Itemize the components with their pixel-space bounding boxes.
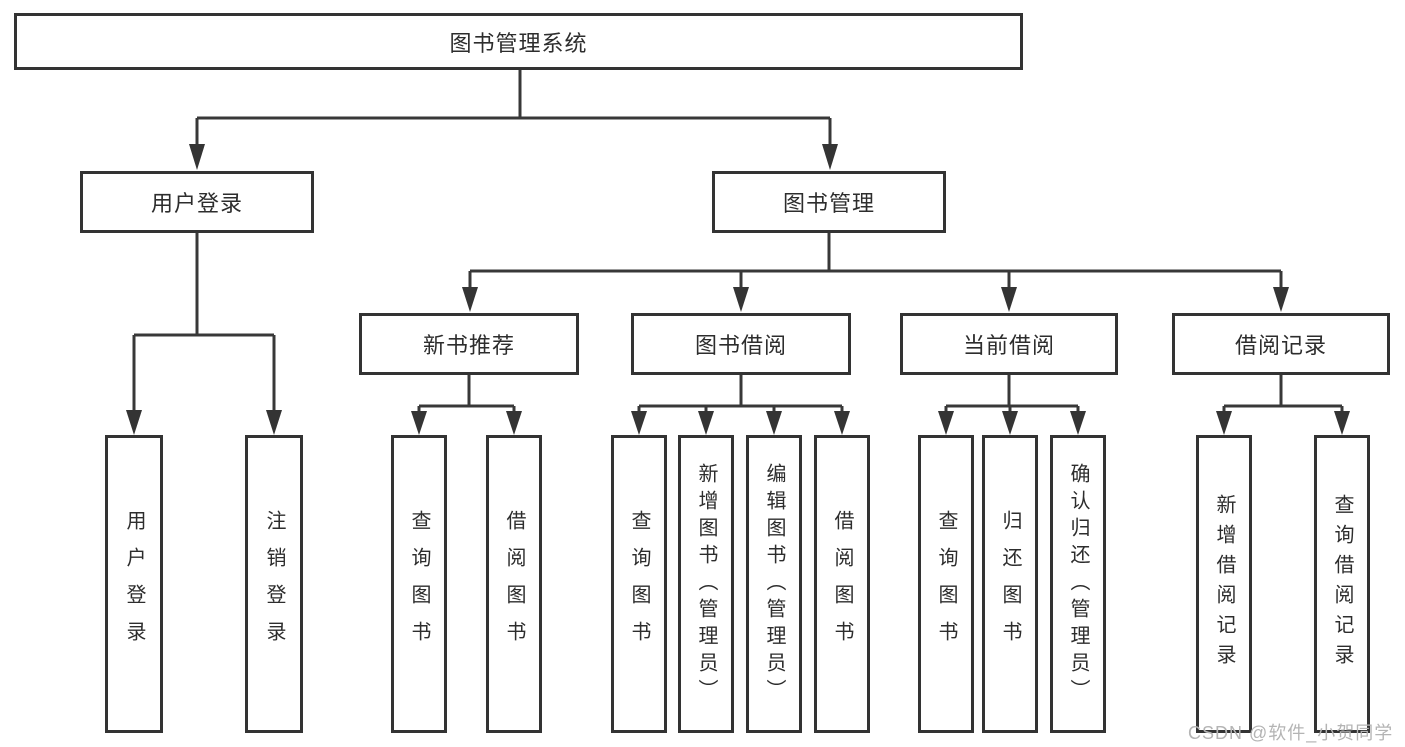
arrowhead xyxy=(266,410,282,435)
arrowhead xyxy=(1334,411,1350,435)
arrowhead xyxy=(766,411,782,435)
node-book-management: 图书管理 xyxy=(712,171,946,233)
node-user-login: 用户登录 xyxy=(80,171,314,233)
arrowhead xyxy=(822,144,838,170)
leaf-current-query-books: 查询图书 xyxy=(918,435,974,733)
leaf-borrowing-borrow-books: 借阅图书 xyxy=(814,435,870,733)
arrowhead xyxy=(506,411,522,435)
connector-borrowing-records xyxy=(1222,375,1344,412)
leaf-records-query-record: 查询借阅记录 xyxy=(1314,435,1370,733)
leaf-borrowing-edit-books-admin: 编辑图书（管理员） xyxy=(746,435,802,733)
connector-book-borrowing xyxy=(637,375,844,412)
connector-root-to-level2 xyxy=(195,69,832,146)
leaf-current-confirm-return-admin: 确认归还（管理员） xyxy=(1050,435,1106,733)
leaf-user-login: 用户登录 xyxy=(105,435,163,733)
leaf-recommend-borrow-books: 借阅图书 xyxy=(486,435,542,733)
connector-user-login xyxy=(132,233,276,412)
arrowhead xyxy=(1273,287,1289,312)
arrowhead xyxy=(462,287,478,312)
arrowhead xyxy=(411,411,427,435)
arrowhead xyxy=(834,411,850,435)
node-book-borrowing: 图书借阅 xyxy=(631,313,851,375)
connector-book-management xyxy=(468,233,1283,289)
leaf-current-return-books: 归还图书 xyxy=(982,435,1038,733)
arrowhead xyxy=(938,411,954,435)
node-new-book-recommendation: 新书推荐 xyxy=(359,313,579,375)
node-library-system: 图书管理系统 xyxy=(14,13,1023,70)
arrowhead xyxy=(733,287,749,312)
arrowhead xyxy=(126,410,142,435)
connector-current-borrowing xyxy=(944,375,1080,412)
arrowhead xyxy=(189,144,205,170)
arrowhead xyxy=(698,411,714,435)
arrowhead xyxy=(631,411,647,435)
connector-new-book-recommendation xyxy=(417,375,516,412)
leaf-recommend-query-books: 查询图书 xyxy=(391,435,447,733)
node-current-borrowing: 当前借阅 xyxy=(900,313,1118,375)
arrowhead xyxy=(1001,287,1017,312)
leaf-borrowing-add-books-admin: 新增图书（管理员） xyxy=(678,435,734,733)
arrowhead xyxy=(1070,411,1086,435)
leaf-logout: 注销登录 xyxy=(245,435,303,733)
arrowhead xyxy=(1002,411,1018,435)
csdn-watermark: CSDN @软件_小贺同学 xyxy=(1188,723,1394,743)
arrowhead xyxy=(1216,411,1232,435)
node-borrowing-records: 借阅记录 xyxy=(1172,313,1390,375)
leaf-records-add-record: 新增借阅记录 xyxy=(1196,435,1252,733)
leaf-borrowing-query-books: 查询图书 xyxy=(611,435,667,733)
